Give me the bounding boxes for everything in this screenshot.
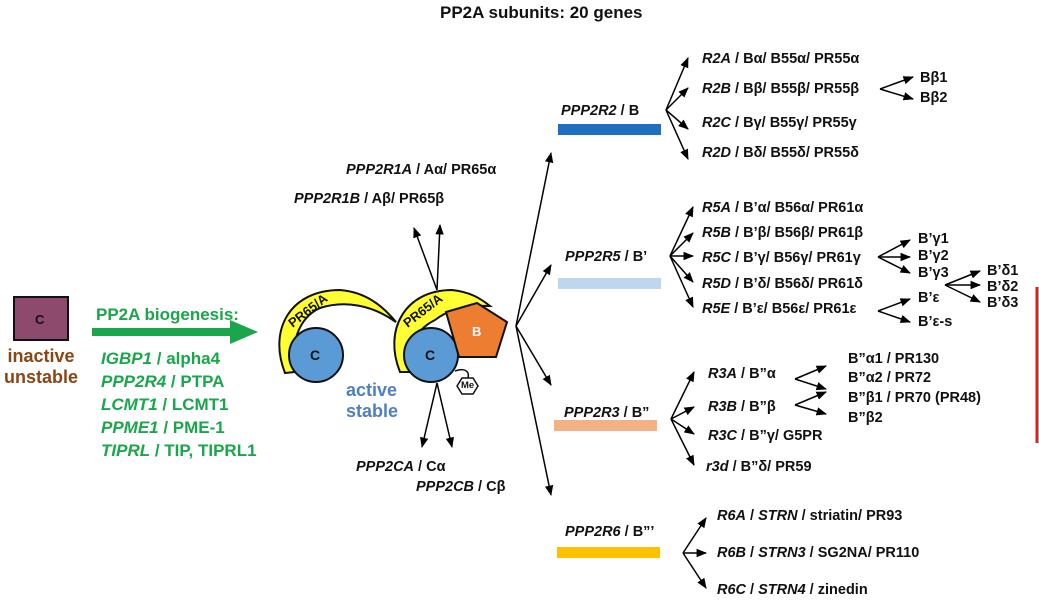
family-ppp2r6-label: PPP2R6 / B”’	[565, 524, 655, 540]
isoform-b2prime-alpha1: B”α1 / PR130	[848, 351, 940, 367]
family-ppp2r6-bar	[557, 547, 660, 558]
biogenesis-factor: PPME1 / PME-1	[101, 418, 225, 437]
member-r5d: R5D / B’δ/ B56δ/ PR61δ	[702, 276, 863, 292]
isoform-b2prime-alpha2: B”α2 / PR72	[848, 370, 932, 386]
member-r6a: R6A / STRN / striatin/ PR93	[717, 508, 903, 524]
member-r6c: R6C / STRN4 / zinedin	[717, 582, 868, 598]
methyl-tether	[454, 368, 470, 379]
member-r5b: R5B / B’β/ B56β/ PR61β	[702, 225, 864, 241]
arrow-to-ppp2r2	[515, 151, 554, 327]
scaffold-gene-ppp2r1a: PPP2R1A / Aα/ PR65α	[346, 162, 497, 178]
unstable-label: unstable	[3, 367, 78, 387]
member-r3c: R3C / B”γ/ G5PR	[708, 428, 823, 444]
member-r3a: R3A / B”α	[708, 366, 776, 382]
biogenesis-heading: PP2A biogenesis:	[96, 305, 239, 324]
isoform-bprime-delta3: B’δ3	[987, 295, 1019, 311]
core-catalytic-label: C	[310, 347, 321, 363]
catalytic-gene-ppp2cb: PPP2CB / Cβ	[416, 479, 506, 495]
member-r2d: R2D / Bδ/ B55δ/ PR55δ	[702, 145, 859, 161]
diagram-title: PP2A subunits: 20 genes	[440, 3, 643, 22]
isoform-bprime-epsilon: B’ε	[918, 290, 940, 306]
ppp2r5-fan	[669, 206, 982, 323]
arrow-to-ppp2r5	[515, 264, 552, 327]
biogenesis-factor: TIPRL / TIP, TIPRL1	[101, 441, 257, 460]
biogenesis-factor: LCMT1 / LCMT1	[101, 395, 229, 414]
arrow-to-ppp2cb	[436, 382, 454, 449]
inactive-catalytic-box	[13, 296, 69, 341]
family-ppp2r5-bar	[558, 278, 661, 289]
core-scaffold-crescent	[278, 288, 397, 375]
isoform-b2prime-beta1: B”β1 / PR70 (PR48)	[848, 390, 981, 406]
member-r2b: R2B / Bβ/ B55β/ PR55β	[702, 81, 860, 97]
family-ppp2r3-bar	[554, 420, 657, 431]
isoform-b2prime-beta2: B”β2	[848, 410, 883, 426]
isoform-bprime-gamma2: B’γ2	[918, 248, 949, 264]
member-r3b: R3B / B”β	[708, 399, 776, 415]
scaffold-gene-ppp2r1b: PPP2R1B / Aβ/ PR65β	[294, 191, 445, 207]
arrow-to-ppp2r1a	[435, 223, 444, 291]
inactive-label: inactive	[7, 346, 75, 366]
regulatory-b-label: B	[472, 324, 482, 339]
member-r2c: R2C / Bγ/ B55γ/ PR55γ	[702, 115, 857, 131]
family-ppp2r5-label: PPP2R5 / B’	[565, 249, 648, 265]
biogenesis-factor: IGBP1 / alpha4	[101, 349, 221, 368]
member-r2a: R2A / Bα/ B55α/ PR55α	[702, 51, 860, 67]
ppp2r6-fan	[682, 517, 708, 589]
isoform-bbeta2: Bβ2	[920, 90, 948, 106]
isoform-bprime-epsilon-s: B’ε-s	[918, 314, 953, 330]
biogenesis-arrowhead	[230, 320, 258, 344]
member-r6b: R6B / STRN3 / SG2NA/ PR110	[717, 545, 920, 561]
core-catalytic-circle	[288, 327, 344, 383]
inactive-state-label: inactive unstable	[0, 346, 82, 388]
member-r3d: r3d / B”δ/ PR59	[706, 459, 812, 475]
isoform-bprime-delta1: B’δ1	[987, 263, 1019, 279]
family-ppp2r3-label: PPP2R3 / B”	[564, 405, 650, 421]
arrow-to-ppp2r6	[515, 325, 554, 497]
ppp2r3-fan	[670, 365, 828, 466]
isoform-bprime-gamma1: B’γ1	[918, 231, 949, 247]
arrow-to-ppp2ca	[420, 382, 438, 449]
stable-label: stable	[346, 401, 399, 421]
holo-catalytic-label: C	[425, 347, 436, 363]
family-ppp2r2-bar	[558, 124, 661, 135]
inactive-c-label: C	[35, 312, 45, 327]
regulatory-b-pentagon	[444, 301, 509, 358]
methyl-label: Me	[461, 380, 475, 391]
member-r5c: R5C / B’γ/ B56γ/ PR61γ	[702, 250, 861, 266]
active-state-label: active stable	[346, 380, 398, 422]
isoform-bprime-delta2: B’δ2	[987, 279, 1019, 295]
arrow-to-ppp2r1b	[413, 227, 438, 291]
arrow-to-ppp2r3	[515, 325, 552, 386]
isoform-bprime-gamma3: B’γ3	[918, 265, 949, 281]
family-ppp2r2-label: PPP2R2 / B	[561, 103, 640, 119]
biogenesis-factor: PPP2R4 / PTPA	[101, 372, 225, 391]
biogenesis-factor-list: IGBP1 / alpha4 PPP2R4 / PTPA LCMT1 / LCM…	[101, 347, 257, 462]
member-r5a: R5A / B’α/ B56α/ PR61α	[702, 200, 864, 216]
member-r5e: R5E / B’ε/ B56ε/ PR61ε	[702, 301, 857, 317]
methyl-hexagon	[456, 377, 479, 395]
ppp2r2-fan	[665, 57, 915, 160]
active-label: active	[346, 380, 398, 400]
isoform-bbeta1: Bβ1	[920, 70, 948, 86]
catalytic-gene-ppp2ca: PPP2CA / Cα	[356, 459, 446, 475]
